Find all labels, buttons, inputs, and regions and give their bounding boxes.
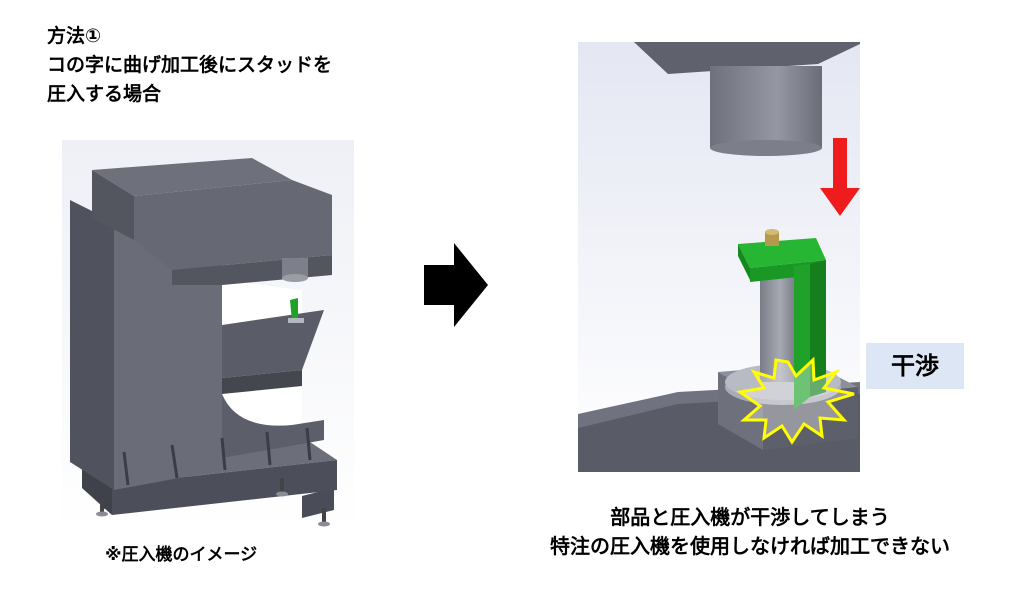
title-line-1: 方法① [47,25,102,47]
press-machine-image [62,140,354,532]
title-line-2: コの字に曲げ加工後にスタッドを [47,54,333,76]
interference-closeup-image [578,42,860,472]
right-caption-line-2: 特注の圧入機を使用しなければ加工できない [550,534,950,558]
down-arrow-icon [820,138,860,216]
right-arrow-icon [424,243,488,327]
interference-closeup-illustration [578,42,860,472]
right-caption: 部品と圧入機が干渉してしまう 特注の圧入機を使用しなければ加工できない [500,503,1000,561]
interference-label: 干渉 [866,343,964,389]
left-caption: ※圧入機のイメージ [105,545,258,565]
collision-burst-icon [736,356,855,445]
right-caption-line-1: 部品と圧入機が干渉してしまう [610,505,890,529]
press-machine-illustration [62,140,354,532]
page-title: 方法① コの字に曲げ加工後にスタッドを 圧入する場合 [47,22,332,109]
title-line-3: 圧入する場合 [47,83,162,105]
